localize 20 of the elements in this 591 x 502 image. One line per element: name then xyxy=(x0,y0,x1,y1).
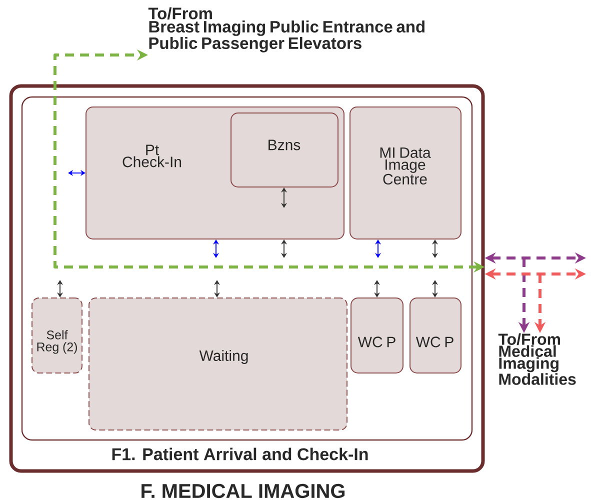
destination-label: To/From Breast Imaging Public Entrance and Public Passenger Elevators xyxy=(148,7,424,52)
arrow xyxy=(56,280,64,298)
room-box: WC P xyxy=(350,298,404,374)
arrow xyxy=(280,188,288,208)
room-box: MI Data Image Centre xyxy=(350,106,462,240)
area-title: F1. Patient Arrival and Check-In xyxy=(112,448,368,460)
arrow xyxy=(212,240,220,258)
room-box: Bzns xyxy=(230,112,338,188)
arrow xyxy=(280,240,288,258)
room-box: Waiting xyxy=(88,298,348,430)
room-box: WC P xyxy=(410,298,462,374)
arrow xyxy=(68,170,86,176)
arrow xyxy=(432,280,438,298)
destination-label: To/From Medical Imaging Modalities xyxy=(498,333,576,385)
arrow xyxy=(374,240,382,258)
arrow xyxy=(432,240,438,258)
arrow xyxy=(214,280,220,298)
room-box: Self Reg (2) xyxy=(32,298,82,374)
arrow xyxy=(374,280,380,298)
area-title: F. MEDICAL IMAGING xyxy=(142,484,345,498)
